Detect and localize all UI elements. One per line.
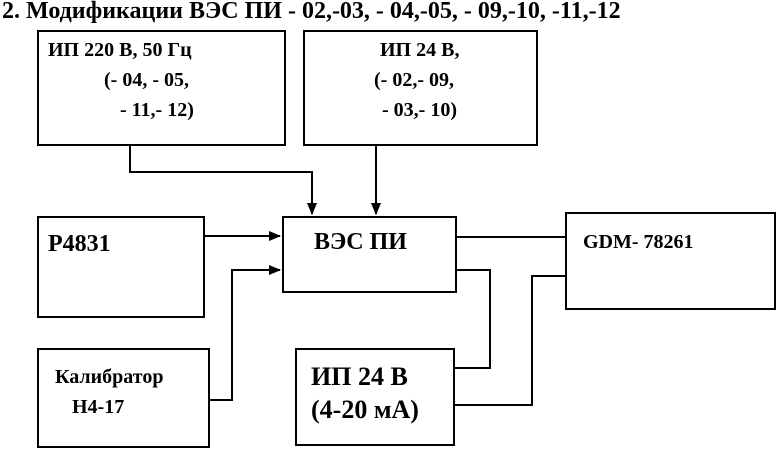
ps220-line2: (- 04, - 05, [104, 69, 189, 91]
box-ps-220v [37, 30, 286, 146]
calib-line1: Калибратор [55, 366, 164, 388]
box-gdm-78261 [565, 212, 776, 310]
gdm-label: GDM- 78261 [583, 231, 694, 253]
box-ves-pi [282, 216, 457, 293]
ves-label: ВЭС ПИ [314, 229, 407, 255]
ps24a-line3: - 03,- 10) [382, 99, 457, 121]
box-p4831 [37, 216, 205, 318]
ps24a-line2: (- 02,- 09, [374, 69, 454, 91]
wire-calib-to-ves [210, 265, 281, 401]
wire-ps220-to-ves [129, 146, 317, 215]
box-calibrator [37, 348, 210, 448]
diagram-title: 2. Модификации ВЭС ПИ - 02,-03, - 04,-05… [2, 0, 621, 24]
ps220-line1: ИП 220 В, 50 Гц [48, 39, 192, 61]
box-ps-24v-top [303, 30, 538, 146]
ps24a-line1: ИП 24 В, [380, 39, 460, 61]
ps24b-line1: ИП 24 В [311, 362, 408, 391]
p4831-label: Р4831 [48, 231, 111, 257]
box-ps-24v-bottom [295, 348, 455, 446]
calib-line2: Н4-17 [72, 396, 125, 418]
wire-ves-to-ps24b [455, 269, 491, 369]
ps220-line3: - 11,- 12) [120, 99, 194, 121]
wire-ps24b-to-gdm [455, 275, 565, 406]
ps24b-line2: (4-20 мА) [311, 395, 419, 424]
